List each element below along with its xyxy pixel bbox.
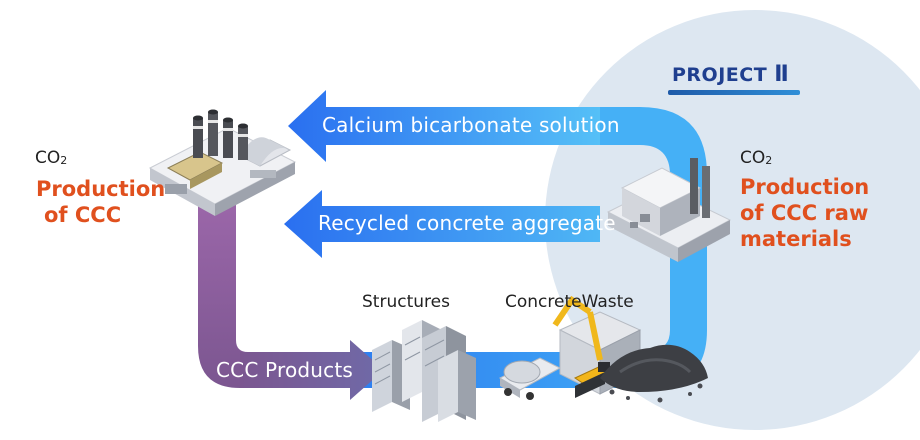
- right-co2-label: CO2: [740, 148, 772, 168]
- bottom-flow-arrow: [240, 340, 384, 400]
- middle-flow-label: Recycled concrete aggregate: [318, 211, 616, 235]
- right-title-line3: materials: [740, 227, 852, 251]
- left-co2-sub: 2: [60, 154, 68, 167]
- factory-icon: [148, 109, 297, 216]
- right-title-line2: of CCC raw: [740, 201, 869, 225]
- top-flow-arrow: [288, 90, 600, 162]
- right-title-line1: Production: [740, 175, 870, 199]
- right-co2-sub: 2: [765, 154, 773, 167]
- right-co2-text: CO: [740, 148, 766, 168]
- left-stage-title: Production of CCC: [36, 176, 165, 228]
- rubble-icon: [600, 344, 708, 403]
- project-numeral: Ⅱ: [774, 62, 790, 87]
- structures-label: Structures: [362, 292, 450, 312]
- bottom-flow-label: CCC Products: [216, 358, 354, 382]
- middle-flow-arrow: [284, 190, 600, 258]
- left-title-line1: Production: [36, 177, 166, 201]
- buildings-icon: [372, 320, 476, 422]
- waste-label: ConcreteWaste: [505, 292, 634, 312]
- project-label-text: PROJECT: [672, 64, 768, 86]
- project-label: PROJECT Ⅱ: [672, 62, 789, 87]
- left-co2-text: CO: [35, 148, 61, 168]
- top-flow-label: Calcium bicarbonate solution: [322, 113, 620, 137]
- plant-icon: [606, 158, 732, 262]
- right-stage-title: Production of CCC raw materials: [740, 174, 869, 252]
- purple-flow-band: [198, 150, 350, 388]
- left-title-line2: of CCC: [44, 203, 122, 227]
- project-underline: [668, 90, 800, 95]
- left-co2-label: CO2: [35, 148, 67, 168]
